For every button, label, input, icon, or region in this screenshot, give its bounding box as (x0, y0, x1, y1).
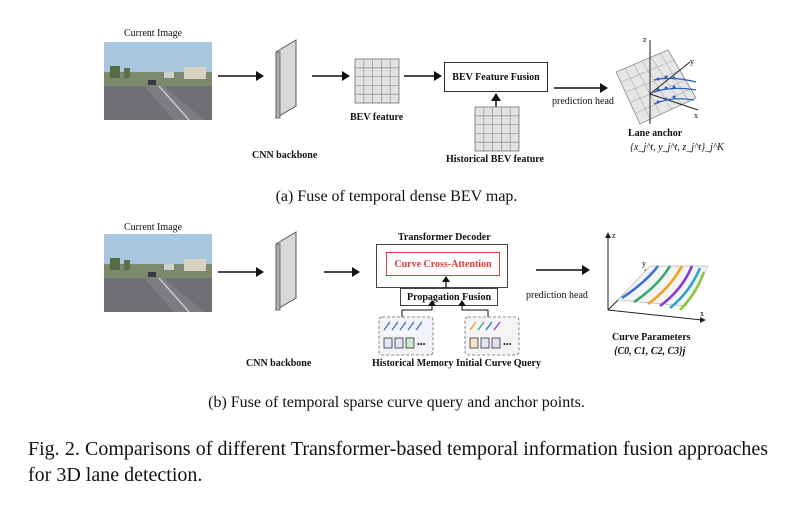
historical-memory-label: Historical Memory (372, 358, 454, 369)
historical-bev-label-a: Historical BEV feature (446, 154, 544, 165)
caption-b: (b) Fuse of temporal sparse curve query … (208, 394, 585, 411)
bev-feature-fusion-box: BEV Feature Fusion (444, 62, 548, 92)
curve-parameters-diagram-b: z x y (605, 231, 709, 323)
prediction-head-label-b: prediction head (526, 290, 588, 301)
memory-query-connectors-b (401, 300, 489, 320)
current-image-label-b: Current Image (124, 222, 183, 233)
lane-anchor-diagram-a: z x y (615, 35, 699, 125)
bev-feature-grid-a (354, 58, 400, 104)
arrow-image-to-cnn-b (218, 267, 264, 277)
arrow-image-to-cnn-a (218, 71, 264, 81)
initial-curve-query-label: Initial Curve Query (456, 358, 541, 369)
current-image-a (104, 42, 212, 120)
figure-caption: Fig. 2. Comparisons of different Transfo… (28, 438, 768, 486)
axis-z-b: z (612, 231, 616, 240)
current-image-label-a: Current Image (124, 28, 183, 39)
current-image-b (104, 234, 212, 312)
lane-anchor-label: Lane anchor (628, 128, 683, 139)
historical-bev-grid-a (474, 106, 520, 152)
lane-anchor-formula: {x_j^t, y_j^t, z_j^t}_j^K (630, 142, 724, 153)
curve-parameters-formula: {C0, C1, C2, C3}j (614, 346, 686, 357)
cnn-backbone-label-a: CNN backbone (252, 150, 318, 161)
cnn-slab-a (275, 39, 297, 119)
arrow-decoder-to-head-b (536, 265, 590, 275)
bev-feature-label-a: BEV feature (350, 112, 404, 123)
arrow-prop-to-attention-b (442, 276, 450, 288)
cnn-backbone-label-b: CNN backbone (246, 358, 312, 369)
curve-cross-attention-box: Curve Cross-Attention (386, 252, 500, 276)
curve-parameters-label: Curve Parameters (612, 332, 691, 343)
axis-z-a: z (643, 35, 647, 44)
propagation-fusion-box: Propagation Fusion (400, 288, 498, 306)
axis-x-b: x (700, 309, 704, 318)
transformer-decoder-label: Transformer Decoder (398, 232, 491, 243)
arrow-cnn-to-bev-a (312, 71, 350, 81)
axis-y-b: y (642, 259, 646, 268)
cnn-slab-b (275, 231, 297, 311)
svg-text:•••: ••• (417, 340, 426, 349)
svg-text:•••: ••• (503, 340, 512, 349)
arrow-cnn-to-decoder-b (324, 267, 360, 277)
arrow-bev-to-fusion-a (404, 71, 442, 81)
axis-y-a: y (690, 57, 694, 66)
prediction-head-label-a: prediction head (552, 96, 614, 107)
historical-memory-block: ••• (378, 316, 434, 356)
transformer-decoder-box (376, 244, 508, 288)
axis-x-a: x (694, 111, 698, 120)
caption-a: (a) Fuse of temporal dense BEV map. (275, 188, 518, 205)
arrow-fusion-to-head-a (554, 83, 608, 93)
initial-curve-query-block: ••• (464, 316, 520, 356)
